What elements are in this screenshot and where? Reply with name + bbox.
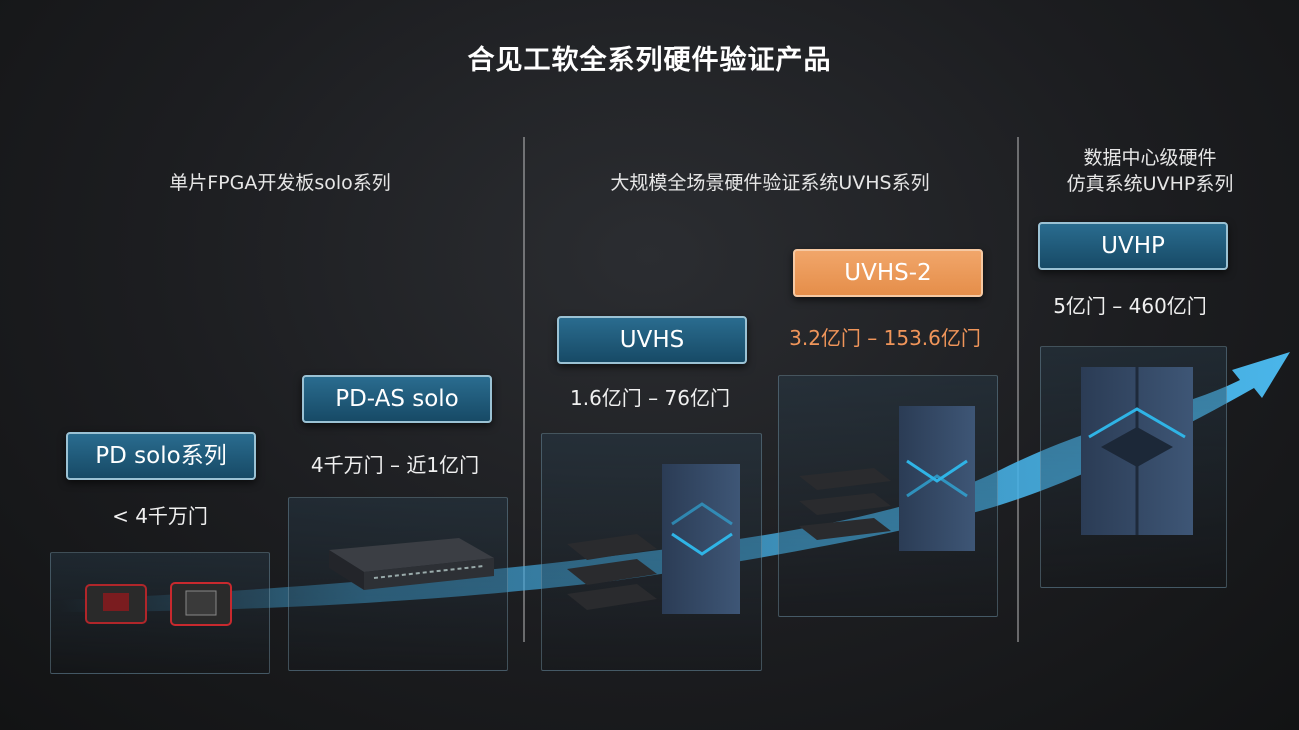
rack-server-icon [799,406,975,551]
page-title: 合见工软全系列硬件验证产品 [467,45,832,76]
section-label-solo: 单片FPGA开发板solo系列 [169,172,391,194]
section-label-uvhs: 大规模全场景硬件验证系统UVHS系列 [610,172,930,194]
fpga-board-icon [329,538,494,590]
product-card-uvhs [541,433,762,671]
section-divider-2 [1017,137,1019,642]
product-badge-pd-as-solo: PD-AS solo [302,375,492,423]
product-badge-pd-solo: PD solo系列 [66,432,256,480]
product-range-pd-as-solo: 4千万门 – 近1亿门 [310,453,480,477]
product-range-uvhs: 1.6亿门 – 76亿门 [570,386,730,410]
product-badge-uvhp: UVHP [1038,222,1228,270]
rack-server-icon [1081,367,1193,535]
product-range-uvhs-2: 3.2亿门 – 153.6亿门 [789,326,981,350]
product-card-uvhp [1040,346,1227,588]
product-card-uvhs-2 [778,375,998,617]
product-badge-uvhs: UVHS [557,316,747,364]
fpga-board-icon [85,582,232,626]
rack-server-icon [567,464,740,614]
product-range-pd-solo: < 4千万门 [112,504,208,528]
product-card-pd-as-solo [288,497,508,671]
section-label-uvhp: 数据中心级硬件 仿真系统UVHP系列 [1066,147,1234,195]
product-card-pd-solo [50,552,270,674]
section-divider-1 [523,137,525,642]
product-badge-uvhs-2: UVHS-2 [793,249,983,297]
product-range-uvhp: 5亿门 – 460亿门 [1053,294,1207,318]
